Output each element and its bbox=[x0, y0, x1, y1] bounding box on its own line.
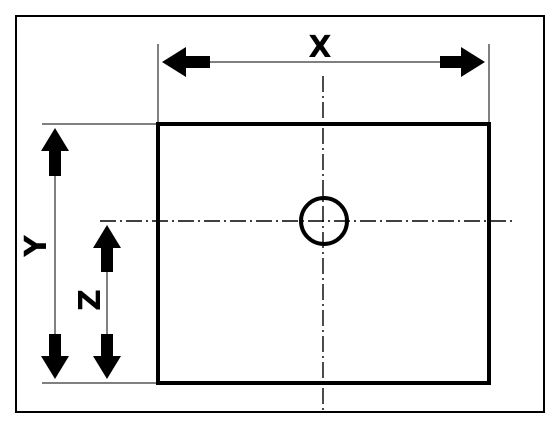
x-arrow-right-icon bbox=[440, 47, 485, 77]
circle-hole-icon bbox=[299, 196, 349, 246]
x-label: X bbox=[308, 30, 331, 65]
x-arrow-left-icon bbox=[162, 47, 210, 77]
y-label: Y bbox=[19, 234, 54, 258]
y-arrow-up-icon bbox=[41, 128, 69, 176]
outer-frame bbox=[15, 15, 545, 413]
y-arrow-down-icon bbox=[41, 334, 69, 379]
z-arrow-up-icon bbox=[93, 225, 121, 272]
z-arrow-down-icon bbox=[93, 334, 121, 379]
z-label: Z bbox=[73, 289, 108, 311]
plate-rectangle bbox=[156, 122, 491, 385]
